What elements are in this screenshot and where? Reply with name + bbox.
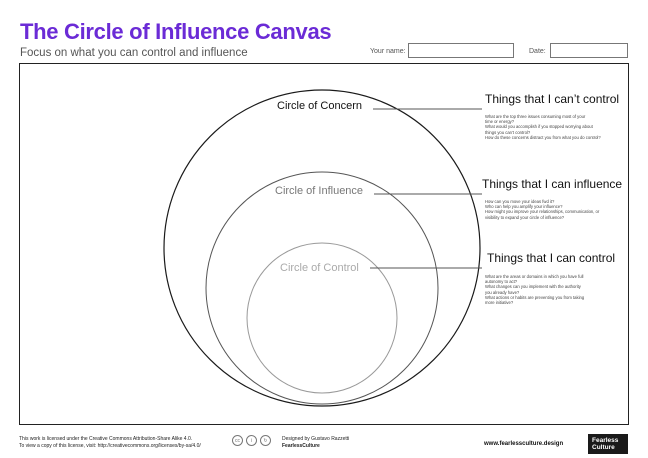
questions-can-influence: How can you move your ideas fwd it? Who … (485, 199, 620, 220)
question-line: things you can’t control? (485, 129, 531, 135)
canvas-frame (19, 63, 629, 425)
question-line: Who can help you amplify your influence? (485, 204, 563, 210)
heading-can-control: Things that I can control (487, 251, 616, 265)
logo-line-2: Culture (592, 444, 615, 451)
question-line: time or energy? (485, 119, 515, 125)
designed-by: Designed by Gustavo Razzetti (282, 436, 350, 442)
question-line: How might you improve your relationships… (485, 209, 600, 215)
circle-of-concern-label: Circle of Concern (277, 100, 362, 112)
name-field[interactable] (408, 43, 514, 58)
logo-line-1: Fearless (592, 437, 619, 444)
website-link[interactable]: www.fearlessculture.design (484, 441, 564, 447)
questions-can-control: What are the areas or domains in which y… (485, 274, 620, 305)
circle-of-influence-shape (205, 171, 439, 405)
license-line-1: This work is licensed under the Creative… (19, 436, 193, 442)
circle-of-control-shape (246, 242, 398, 394)
designed-org: FearlessCulture (282, 443, 320, 449)
questions-cant-control: What are the top three issues consuming … (485, 114, 620, 140)
name-label: Your name: (370, 48, 406, 55)
creative-commons-icon: cc (232, 435, 243, 446)
question-line: you already have? (485, 289, 520, 295)
date-label: Date: (529, 48, 546, 55)
question-line: What are the areas or domains in which y… (485, 274, 584, 279)
question-line: What are the top three issues consuming … (485, 114, 586, 119)
question-line: visibility to expand your circle of infl… (485, 214, 565, 220)
heading-cant-control: Things that I can’t control (485, 92, 620, 106)
fearless-culture-logo: Fearless Culture (588, 434, 628, 454)
license-line-2: To view a copy of this license, visit: h… (19, 443, 201, 449)
question-line: What would you accomplish if you stopped… (485, 124, 593, 130)
question-line: more initiative? (485, 300, 514, 306)
question-line: What changes can you implement with the … (485, 284, 581, 290)
designer-credit: Designed by Gustavo Razzetti FearlessCul… (282, 436, 349, 450)
attribution-icon: i (246, 435, 257, 446)
license-icons: cc i ↻ (232, 435, 271, 446)
license-text: This work is licensed under the Creative… (19, 436, 201, 450)
question-line: How do these concerns distract you from … (485, 134, 601, 140)
question-line: What actions or habits are preventing yo… (485, 294, 585, 300)
heading-can-influence: Things that I can influence (482, 177, 623, 191)
date-field[interactable] (550, 43, 628, 58)
page-subtitle: Focus on what you can control and influe… (20, 47, 248, 59)
share-alike-icon: ↻ (260, 435, 271, 446)
circle-of-concern-shape (163, 89, 481, 407)
question-line: autonomy to act? (485, 279, 518, 285)
circle-of-influence-label: Circle of Influence (275, 185, 364, 197)
page-title: The Circle of Influence Canvas (20, 19, 332, 44)
circle-of-control-label: Circle of Control (280, 262, 359, 274)
question-line: How can you move your ideas fwd it? (485, 199, 555, 204)
